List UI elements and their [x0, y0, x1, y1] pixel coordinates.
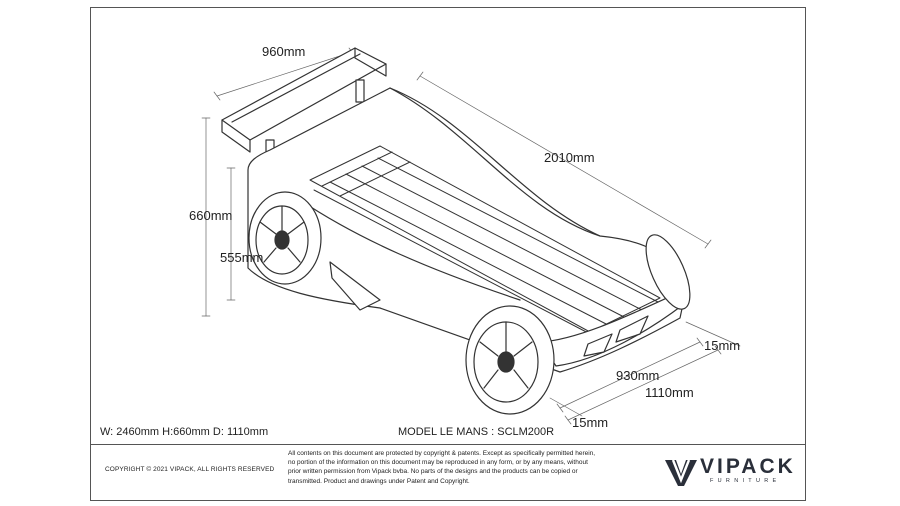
dimension-side-height: 555mm	[220, 250, 264, 265]
dimension-outer-width: 1110mm	[645, 385, 694, 400]
dimension-spoiler-width: 960mm	[262, 44, 306, 59]
copyright-notice: COPYRIGHT © 2021 VIPACK, ALL RIGHTS RESE…	[105, 466, 275, 473]
brand-name: VIPACK	[700, 455, 796, 478]
dimension-overall-height: 660mm	[189, 208, 233, 223]
overall-dimensions: W: 2460mm H:660mm D: 1110mm	[100, 426, 269, 438]
front-wheel	[465, 305, 555, 415]
dimension-front-offset-right: 15mm	[704, 338, 741, 353]
dimension-front-offset-bottom: 15mm	[572, 415, 609, 430]
dimension-inner-width: 930mm	[616, 368, 660, 383]
legal-line: prior written permission from Vipack bvb…	[288, 468, 578, 476]
brand-subtitle: FURNITURE	[710, 478, 781, 484]
dimension-lines	[201, 47, 741, 425]
footer-divider	[90, 444, 806, 445]
vipack-logo-icon	[665, 459, 697, 486]
bed-slats	[309, 145, 661, 337]
vipack-logo: VIPACK FURNITURE	[664, 454, 799, 488]
dimension-length: 2010mm	[544, 150, 595, 165]
rear-wheel	[248, 191, 322, 285]
legal-line: All contents on this document are protec…	[288, 450, 596, 457]
legal-notice: All contents on this document are protec…	[288, 449, 618, 486]
legal-line: transmitted. Product and drawings under …	[288, 477, 470, 485]
drawing-frame	[90, 7, 806, 501]
model-name: MODEL LE MANS : SCLM200R	[398, 426, 555, 438]
front-bumper	[539, 234, 691, 367]
legal-line: no portion of the information on this do…	[288, 459, 588, 467]
